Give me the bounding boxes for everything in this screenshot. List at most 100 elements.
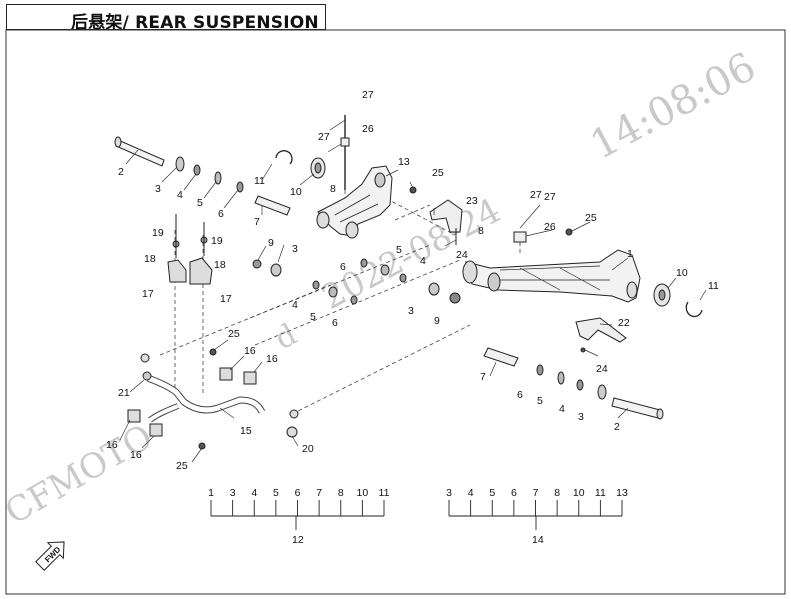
callout-3d: 3 (578, 411, 584, 423)
clip-right (513, 231, 527, 243)
nut-25b (198, 442, 206, 450)
callout-8a: 8 (330, 183, 336, 195)
callout-20: 20 (302, 443, 314, 455)
shaft-end (656, 408, 664, 420)
swing-arm-right (462, 249, 641, 303)
group14-item-label: 4 (468, 487, 474, 499)
callout-17a: 17 (142, 288, 154, 300)
group14-item-label: 13 (616, 487, 628, 499)
callout-2a: 2 (118, 166, 124, 178)
callout-18b: 18 (214, 259, 226, 271)
nut-20 (286, 426, 298, 438)
bushing-right (653, 283, 671, 307)
callout-3a: 3 (155, 183, 161, 195)
swing-arm-left (316, 165, 393, 239)
group-12-label: 12 (292, 534, 304, 546)
diagram-border (5, 29, 786, 595)
callout-19b: 19 (211, 235, 223, 247)
callout-13: 13 (398, 156, 410, 168)
page-title: 后悬架/ REAR SUSPENSION (71, 13, 319, 33)
sleeve-lower (483, 347, 519, 367)
callout-5d: 5 (537, 395, 543, 407)
washer (380, 264, 390, 276)
callout-6b: 6 (332, 317, 338, 329)
callout-2b: 2 (614, 421, 620, 433)
group-14-label: 14 (532, 534, 544, 546)
assembly-lines (159, 120, 521, 415)
washer (597, 384, 607, 400)
link-nut-21 (140, 353, 150, 363)
callout-10a: 10 (290, 186, 302, 198)
callout-25d: 25 (176, 460, 188, 472)
watermark-brand: CFMOTO (0, 417, 160, 533)
callout-3b: 3 (292, 243, 298, 255)
callout-1: 1 (627, 248, 633, 260)
callout-8b: 8 (478, 225, 484, 237)
callout-15: 15 (240, 425, 252, 437)
group12-item-label: 10 (357, 487, 369, 499)
washer (252, 259, 262, 269)
callout-9b: 9 (434, 315, 440, 327)
callout-16b: 16 (266, 353, 278, 365)
stabilizer-bar (127, 367, 266, 437)
washer (312, 280, 320, 290)
callout-5c: 5 (396, 244, 402, 256)
leader-lines (119, 119, 707, 463)
callout-6a: 6 (218, 208, 224, 220)
callout-11a: 11 (254, 175, 265, 187)
shaft-upper-left (114, 136, 165, 167)
washer (175, 156, 185, 172)
callout-25c: 25 (228, 328, 240, 340)
stabilizer-bracket-left (167, 214, 187, 283)
shaft-lower-right (611, 397, 661, 419)
group14-item-label: 3 (446, 487, 452, 499)
washer (557, 371, 565, 385)
bracket-23 (429, 199, 463, 233)
title-box: 后悬架/ REAR SUSPENSION (6, 4, 326, 33)
group14-item-label: 7 (533, 487, 539, 499)
callouts: 27 27 26 13 25 2 3 4 5 6 11 10 7 8 19 19… (106, 89, 719, 472)
callout-3c: 3 (408, 305, 414, 317)
callout-4b: 4 (292, 299, 298, 311)
callout-26a: 26 (362, 123, 374, 135)
callout-27b: 27 (318, 131, 330, 143)
callout-25a: 25 (432, 167, 444, 179)
callout-19a: 19 (152, 227, 164, 239)
washer (428, 282, 440, 296)
group14-item-label: 8 (554, 487, 560, 499)
washer (270, 263, 282, 277)
group12-item-label: 6 (295, 487, 301, 499)
nut-25d (565, 228, 573, 236)
bolt-8-right (580, 347, 586, 353)
link-bolt-21 (142, 371, 152, 381)
washer (360, 258, 368, 268)
washer (576, 379, 584, 391)
bracket-22 (575, 317, 627, 343)
snap-ring-upper (275, 150, 293, 165)
washer (328, 286, 338, 298)
stabilizer-bracket-right (189, 222, 213, 285)
callout-27a: 27 (362, 89, 374, 101)
callout-6c: 6 (340, 261, 346, 273)
callout-27d: 27 (544, 191, 556, 203)
watermark: 14:08:06 2022-08-24 d CFMOTO (0, 44, 763, 533)
callout-4c: 4 (420, 255, 426, 267)
callout-4a: 4 (177, 189, 183, 201)
clip-upper (340, 137, 350, 147)
group14-item-label: 10 (573, 487, 585, 499)
callout-11b: 11 (708, 280, 719, 292)
callout-5b: 5 (310, 311, 316, 323)
washer (236, 181, 244, 193)
callout-25b: 25 (585, 212, 597, 224)
washer (193, 164, 201, 176)
group12-item-label: 11 (379, 487, 390, 499)
callout-26b: 26 (544, 221, 556, 233)
callout-16c: 16 (106, 439, 118, 451)
callout-7a: 7 (254, 216, 260, 228)
group12-item-label: 4 (251, 487, 257, 499)
sleeve-upper (254, 195, 291, 216)
watermark-time: 14:08:06 (583, 44, 763, 169)
group12-item-label: 5 (273, 487, 279, 499)
